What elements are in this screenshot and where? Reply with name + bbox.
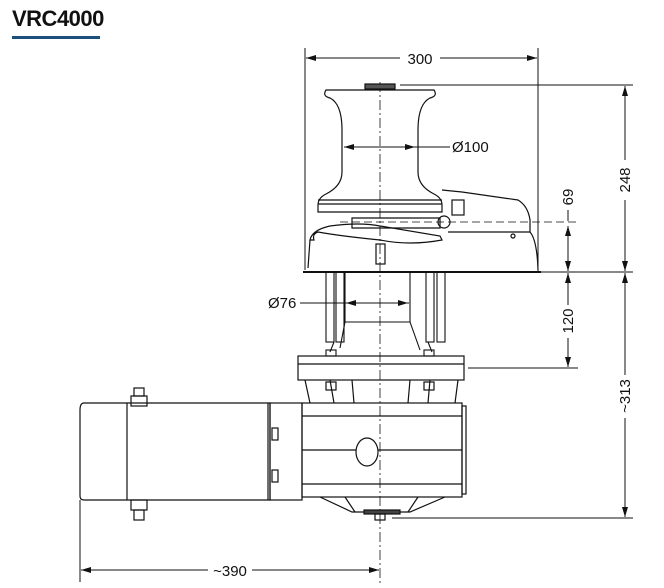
- deck-studs: [325, 271, 446, 357]
- label-120: 120: [560, 308, 577, 333]
- product-title: VRC4000: [12, 6, 104, 31]
- label-69: 69: [560, 189, 577, 206]
- label-300: 300: [407, 51, 432, 68]
- title-underline: [12, 36, 100, 39]
- gearbox: [301, 402, 467, 521]
- label-313: ~313: [617, 379, 634, 413]
- label-diameter-76: Ø76: [268, 295, 296, 312]
- capstan-drum: [317, 83, 443, 213]
- dimension-labels: 300 Ø100 248 69 Ø76 120 ~313 ~390: [213, 51, 634, 580]
- electric-motor: [79, 387, 303, 521]
- label-248: 248: [617, 167, 634, 192]
- mounting-flange: [297, 355, 465, 404]
- label-390: ~390: [213, 563, 247, 580]
- housing: [303, 189, 541, 273]
- label-diameter-100: Ø100: [452, 139, 489, 156]
